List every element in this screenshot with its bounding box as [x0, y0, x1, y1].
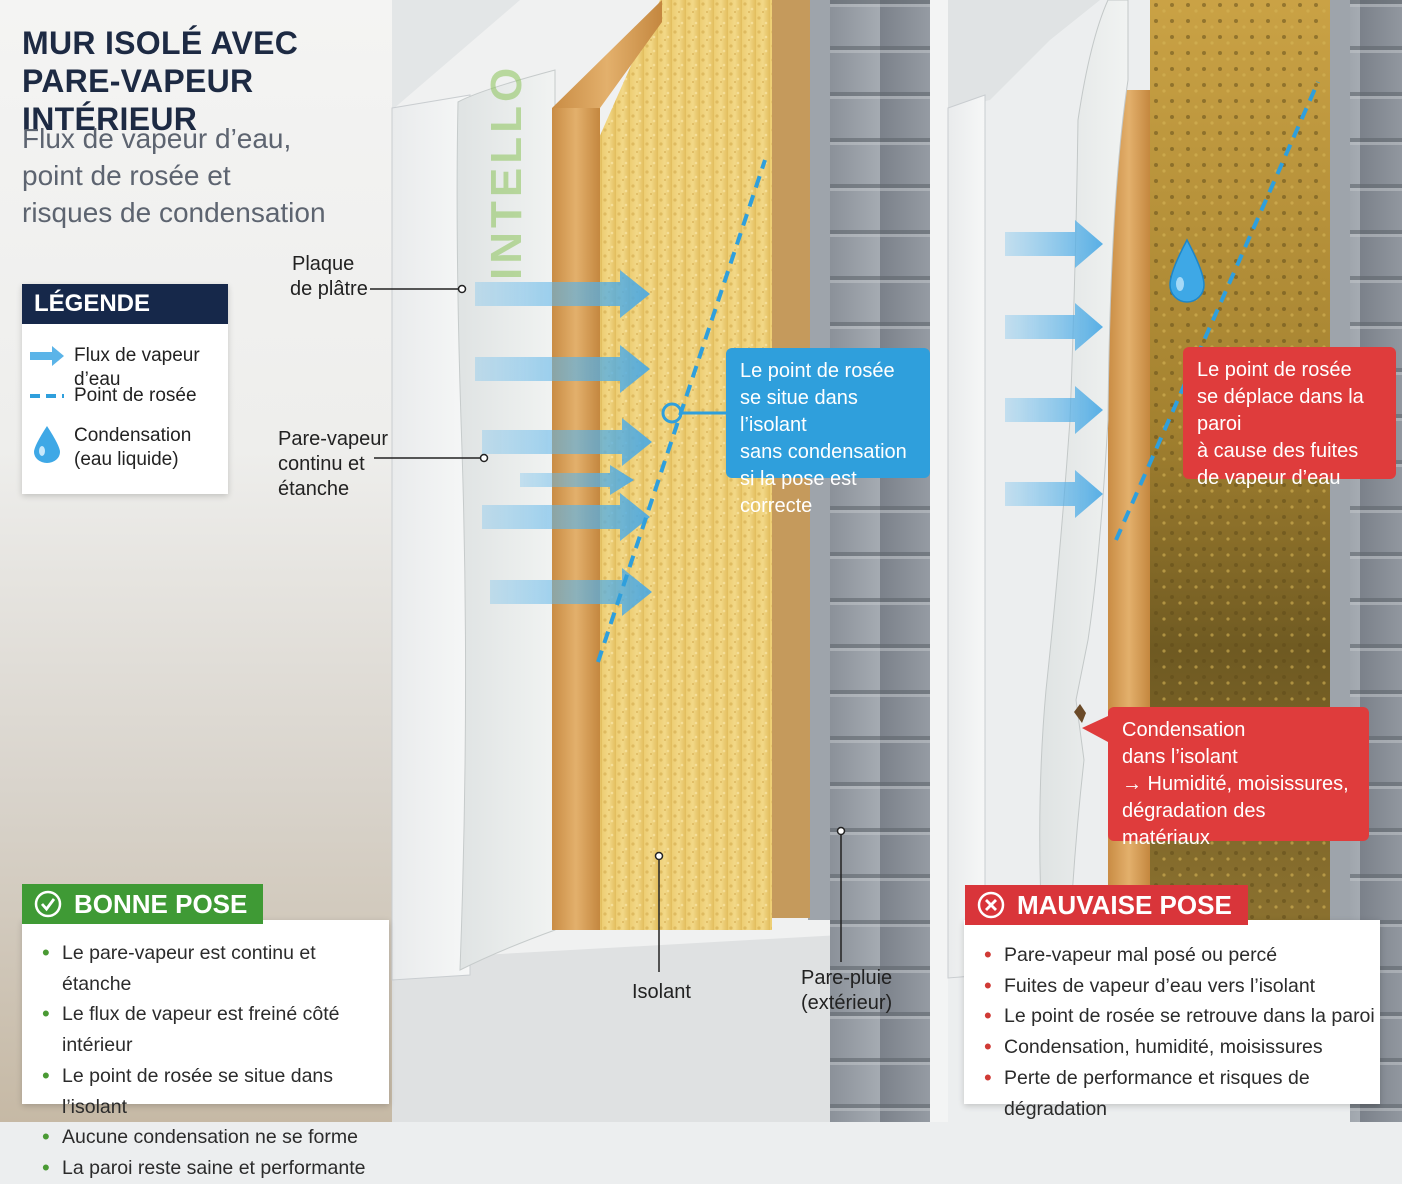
label-isolant: Isolant	[632, 981, 691, 1003]
label-pare-vapeur: Pare-vapeur continu et étanche	[278, 427, 388, 502]
label-parevapeur-line-3: étanche	[278, 478, 350, 500]
callout-good-line-2: se situe dans l’isolant	[740, 387, 858, 436]
label-plaque-line-1: Plaque	[292, 253, 355, 275]
list-item: Condensation, humidité, moisissures	[984, 1032, 1380, 1063]
bonne-pose-list: Le pare-vapeur est continu et étanche Le…	[42, 938, 389, 1184]
wall-illustration	[370, 0, 1402, 1122]
label-parevapeur-line-2: continu et	[278, 453, 365, 475]
list-item: Le point de rosée se situe dans l’isolan…	[42, 1061, 389, 1122]
callout-cond-line-4: dégradation des matériaux	[1122, 800, 1266, 849]
mauvaise-pose-title: MAUVAISE POSE	[1017, 890, 1232, 920]
callout-cond-line-1: Condensation	[1122, 719, 1246, 741]
callout-cond-line-2: dans l’isolant	[1122, 746, 1238, 768]
callout-good-line-1: Le point de rosée	[740, 360, 895, 382]
callout-good-line-3: sans condensation	[740, 441, 907, 463]
bonne-pose-header: BONNE POSE	[22, 884, 264, 924]
mauvaise-pose-list: Pare-vapeur mal posé ou percé Fuites de …	[984, 940, 1380, 1124]
legend-condensation-sublabel: (eau liquide)	[74, 449, 179, 470]
legend-panel: LÉGENDE Flux de vapeur d’eau Point de ro…	[22, 284, 228, 494]
list-item: Le pare-vapeur est continu et étanche	[42, 938, 389, 999]
legend-item-vapor: Flux de vapeur d’eau	[74, 345, 200, 390]
label-parepluie-line-2: (extérieur)	[801, 992, 893, 1014]
callout-bad-line-3: à cause des fuites	[1197, 440, 1359, 462]
water-drop-icon	[34, 426, 60, 463]
list-item: Le flux de vapeur est freiné côté intéri…	[42, 999, 389, 1060]
cross-circle-icon	[977, 891, 1005, 919]
list-item: Pare-vapeur mal posé ou percé	[984, 940, 1380, 971]
dashed-line-icon	[30, 394, 64, 398]
callout-bad-line-1: Le point de rosée	[1197, 359, 1352, 381]
legend-title: LÉGENDE	[22, 284, 228, 324]
list-item: Aucune condensation ne se forme	[42, 1122, 389, 1153]
diagram-scene: MUR ISOLÉ AVEC PARE-VAPEUR INTÉRIEUR Flu…	[0, 0, 1402, 1122]
label-parevapeur-line-1: Pare-vapeur	[278, 428, 389, 450]
callout-condensation: Condensation dans l’isolant → Humidité, …	[1108, 707, 1369, 849]
label-plaque-line-2: de plâtre	[290, 278, 368, 300]
mauvaise-pose-header: MAUVAISE POSE	[965, 885, 1248, 925]
check-circle-icon	[34, 890, 62, 918]
arrow-icon	[30, 346, 64, 366]
membrane-brand-print: INTELLO	[482, 63, 531, 280]
callout-dew-point-good: Le point de rosée se situe dans l’isolan…	[726, 348, 930, 517]
list-item: Fuites de vapeur d’eau vers l’isolant	[984, 971, 1380, 1002]
callout-dew-point-bad: Le point de rosée se déplace dans la par…	[1183, 347, 1396, 489]
bonne-pose-panel: Le pare-vapeur est continu et étanche Le…	[22, 920, 389, 1183]
subtitle-line-2: point de rosée et	[22, 160, 231, 191]
legend-condensation-label: Condensation	[74, 425, 192, 446]
page-subtitle: Flux de vapeur d’eau, point de rosée et …	[22, 120, 382, 231]
bonne-pose-title: BONNE POSE	[74, 889, 248, 919]
list-item: Le point de rosée se retrouve dans la pa…	[984, 1001, 1380, 1032]
page-title: MUR ISOLÉ AVEC PARE-VAPEUR INTÉRIEUR	[22, 25, 299, 137]
callout-good-line-4: si la pose est correcte	[740, 468, 857, 517]
label-plaque-platre: Plaque de plâtre	[290, 252, 368, 302]
callout-condensation-pointer	[1082, 716, 1108, 742]
legend-item-dewpoint: Point de rosée	[74, 385, 197, 406]
mauvaise-pose-panel: Pare-vapeur mal posé ou percé Fuites de …	[964, 920, 1380, 1120]
callout-cond-line-3: → Humidité, moisissures,	[1122, 773, 1349, 795]
callout-bad-line-4: de vapeur d’eau	[1197, 467, 1341, 489]
list-item: Perte de performance et risques de dégra…	[984, 1063, 1380, 1124]
label-parepluie-line-1: Pare-pluie	[801, 967, 893, 989]
callout-bad-line-2: se déplace dans la paroi	[1197, 386, 1364, 435]
label-pare-pluie: Pare-pluie (extérieur)	[801, 966, 892, 1016]
legend-item-condensation: Condensation (eau liquide)	[74, 424, 191, 472]
subtitle-line-3: risques de condensation	[22, 197, 326, 228]
list-item: La paroi reste saine et performante	[42, 1153, 389, 1184]
subtitle-line-1: Flux de vapeur d’eau,	[22, 123, 292, 154]
